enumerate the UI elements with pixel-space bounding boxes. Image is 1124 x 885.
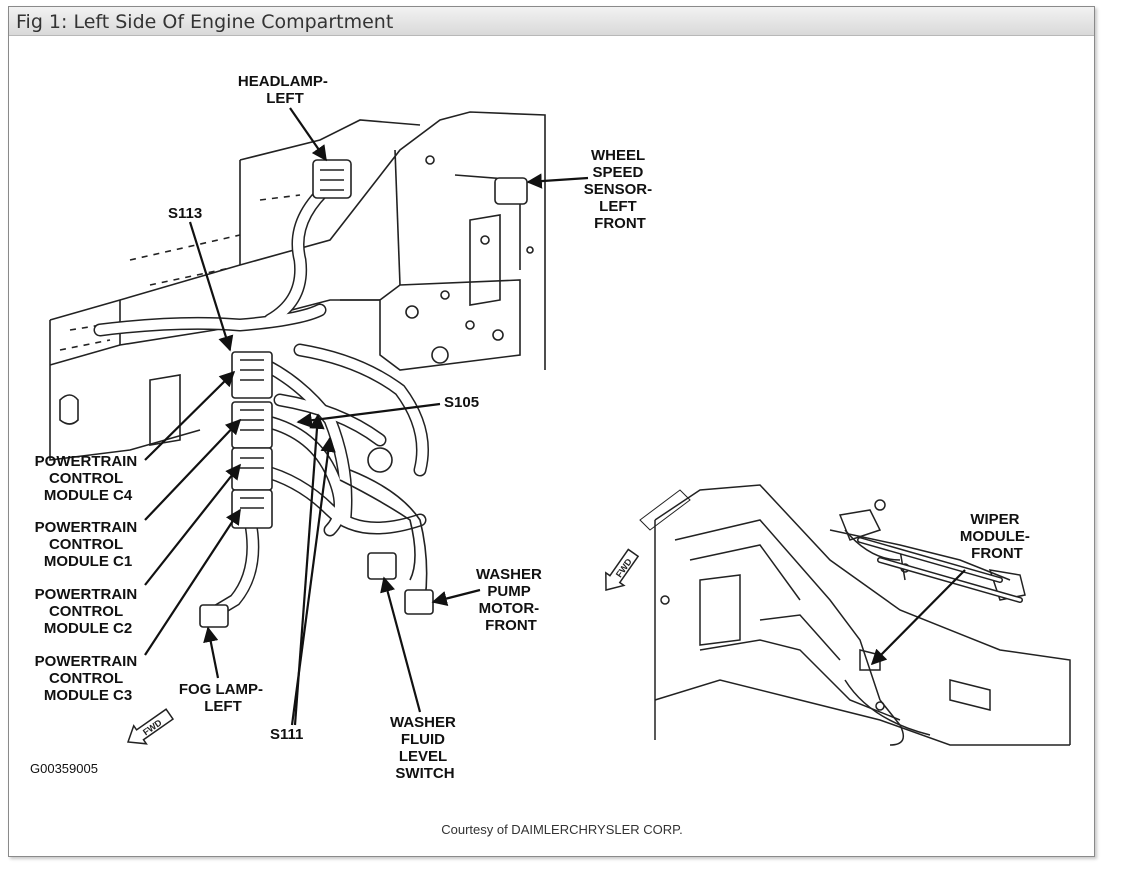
washer-wires <box>339 469 428 601</box>
label-fog-lamp: FOG LAMP- LEFT <box>179 681 267 715</box>
figure-title: Fig 1: Left Side Of Engine Compartment <box>16 11 394 33</box>
label-s113: S113 <box>168 205 202 222</box>
label-washer-fluid: WASHER FLUID LEVEL SWITCH <box>390 714 460 782</box>
inset-wiper-arms-fill <box>858 538 1022 602</box>
label-wiper: WIPER MODULE- FRONT <box>960 511 1034 562</box>
label-pcm-c3: POWERTRAIN CONTROL MODULE C3 <box>35 653 142 704</box>
label-headlamp: HEADLAMP- LEFT <box>238 73 332 107</box>
headlamp-connector <box>312 159 352 199</box>
figure-code: G00359005 <box>30 761 98 776</box>
connectors <box>199 159 528 628</box>
wheel-speed-connector <box>494 177 528 205</box>
washer-fluid-connector <box>367 552 397 580</box>
washer-pump-connector <box>404 589 434 615</box>
wiring-harness-fill <box>95 180 428 617</box>
label-pcm-c4: POWERTRAIN CONTROL MODULE C4 <box>35 453 142 504</box>
s111-leader-2 <box>293 413 325 726</box>
inset-fwd-arrow-icon: FWD <box>605 548 640 591</box>
engine-compartment-drawing <box>49 111 546 461</box>
label-pcm-c1: POWERTRAIN CONTROL MODULE C1 <box>35 519 142 570</box>
label-s105: S105 <box>444 394 479 411</box>
callout-labels: HEADLAMP- LEFT WHEEL SPEED SENSOR- LEFT … <box>30 73 657 782</box>
figure-credit: Courtesy of DAIMLERCHRYSLER CORP. <box>441 822 683 837</box>
label-wheel-speed: WHEEL SPEED SENSOR- LEFT FRONT <box>584 147 657 232</box>
fog-lamp-connector <box>199 604 229 628</box>
fwd-arrow-icon: FWD <box>126 708 175 745</box>
wiper-leader-arrow <box>870 569 966 666</box>
label-washer-pump: WASHER PUMP MOTOR- FRONT <box>476 566 546 634</box>
title-bar: Fig 1: Left Side Of Engine Compartment <box>9 7 1094 36</box>
label-pcm-c2: POWERTRAIN CONTROL MODULE C2 <box>35 586 142 637</box>
pcm-connectors <box>231 351 273 529</box>
inset-wiper-drawing <box>639 484 1071 746</box>
label-s111: S111 <box>270 726 303 743</box>
figure-frame: Fig 1: Left Side Of Engine Compartment <box>8 6 1095 857</box>
